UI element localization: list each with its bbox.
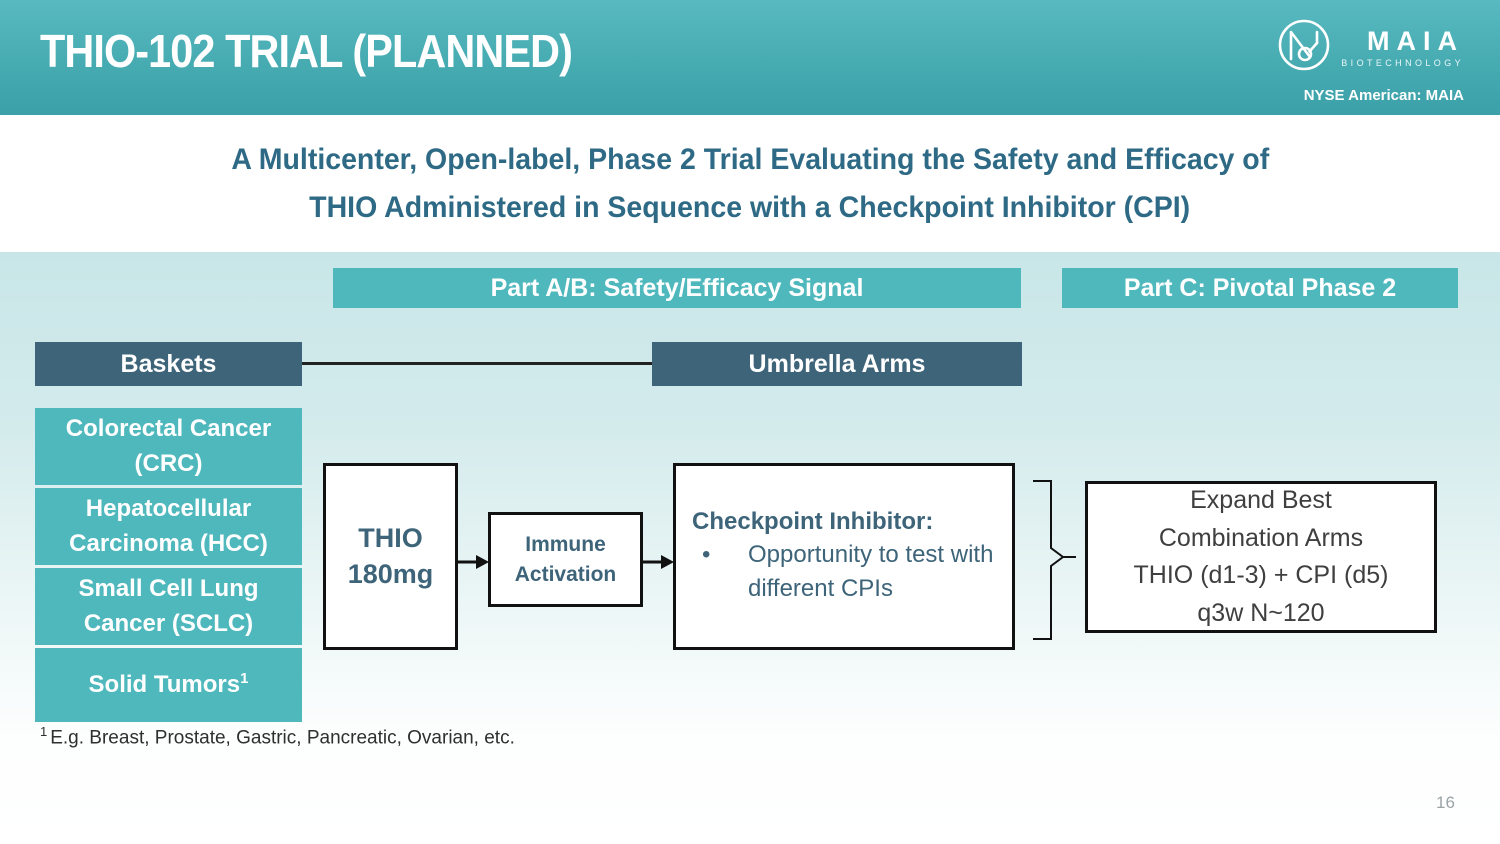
basket-small-cell-lung-cancer: Small Cell Lung Cancer (SCLC) <box>35 568 302 645</box>
subtitle-band: A Multicenter, Open-label, Phase 2 Trial… <box>0 115 1500 252</box>
expand-line-2: Combination Arms <box>1158 523 1364 552</box>
maia-logo-icon <box>1277 18 1331 77</box>
cpi-title: Checkpoint Inhibitor: <box>692 507 934 535</box>
ticker-label: NYSE American: MAIA <box>1303 87 1464 104</box>
company-logo: MAIA BIOTECHNOLOGY NYSE American: MAIA <box>1278 18 1464 104</box>
expand-combination-box: Expand Best Combination Arms THIO (d1-3)… <box>1085 481 1437 633</box>
arrow-immune-to-cpi <box>642 553 674 571</box>
section-part-c: Part C: Pivotal Phase 2 <box>1062 268 1458 308</box>
basket-label: Small Cell Lung Cancer (SCLC) <box>78 575 259 637</box>
basket-solid-tumors: Solid Tumors1 <box>35 648 302 722</box>
cpi-bullet-item: • Opportunity to test with different CPI… <box>692 538 996 605</box>
baskets-header: Baskets <box>35 342 302 386</box>
basket-label: Hepatocellular Carcinoma (HCC) <box>69 495 268 557</box>
footnote-text: E.g. Breast, Prostate, Gastric, Pancreat… <box>50 727 515 749</box>
subtitle-line-2: THIO Administered in Sequence with a Che… <box>309 190 1191 224</box>
thio-dose-box: THIO 180mg <box>323 463 458 650</box>
bullet-icon: • <box>702 540 711 568</box>
immune-activation-box: Immune Activation <box>488 512 643 607</box>
logo-brand-subtext: BIOTECHNOLOGY <box>1341 57 1464 68</box>
expand-line-1: Expand Best <box>1190 486 1332 514</box>
section-part-ab: Part A/B: Safety/Efficacy Signal <box>333 268 1021 308</box>
baskets-umbrella-connector-line <box>302 362 652 365</box>
basket-label: Colorectal Cancer (CRC) <box>65 415 272 477</box>
umbrella-arms-header: Umbrella Arms <box>652 342 1022 386</box>
subtitle-line-1: A Multicenter, Open-label, Phase 2 Trial… <box>231 143 1269 176</box>
slide-title: THIO-102 TRIAL (PLANNED) <box>40 25 573 77</box>
footnote-sup: 1 <box>40 724 48 739</box>
thio-dose: 180mg <box>347 558 434 589</box>
checkpoint-inhibitor-box: Checkpoint Inhibitor: • Opportunity to t… <box>673 463 1015 650</box>
top-banner: THIO-102 TRIAL (PLANNED) MAIA BIOTECHNOL… <box>0 0 1500 115</box>
footnote-marker: 1 <box>240 669 249 687</box>
basket-colorectal-cancer: Colorectal Cancer (CRC) <box>35 408 302 485</box>
basket-hepatocellular-carcinoma: Hepatocellular Carcinoma (HCC) <box>35 488 302 565</box>
cpi-bullet-text: Opportunity to test with different CPIs <box>748 540 994 602</box>
thio-label: THIO <box>358 523 423 554</box>
logo-brand-text: MAIA <box>1367 25 1464 56</box>
expand-line-3: THIO (d1-3) + CPI (d5) <box>1133 561 1389 589</box>
expand-line-4: q3w N~120 <box>1197 598 1325 627</box>
brace-icon <box>1029 478 1079 642</box>
immune-label-line2: Activation <box>514 562 617 586</box>
page-number: 16 <box>1436 793 1455 812</box>
basket-label: Solid Tumors1 <box>88 669 249 698</box>
arrow-thio-to-immune <box>457 553 489 571</box>
immune-label-line1: Immune <box>525 533 606 557</box>
